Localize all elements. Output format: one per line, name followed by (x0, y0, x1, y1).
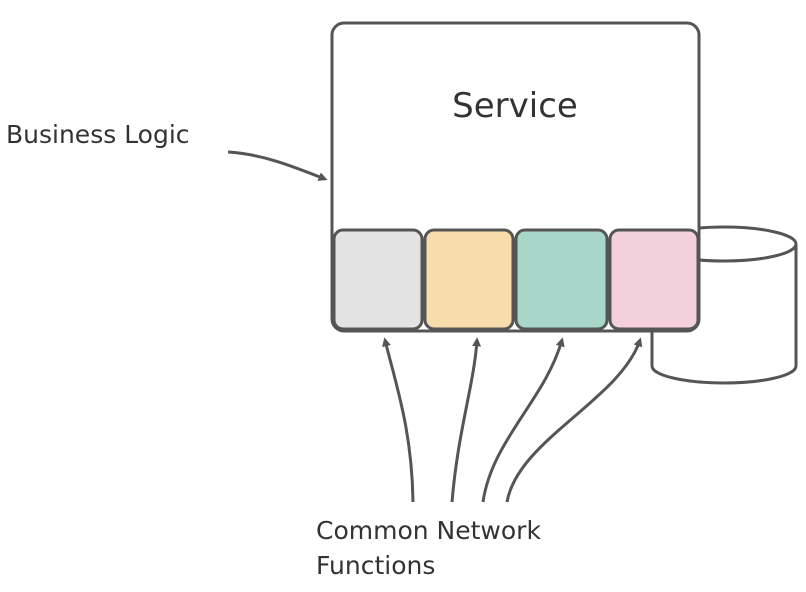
network-function-slot-1 (332, 228, 424, 331)
network-function-arrow-1 (382, 337, 415, 503)
network-function-arrow-3 (481, 337, 565, 503)
network-function-arrows (382, 337, 643, 503)
network-function-arrow-2 (450, 337, 482, 503)
network-function-arrow-4 (505, 337, 643, 503)
business-logic-label: Business Logic (6, 120, 190, 149)
business-logic-arrow (227, 150, 328, 181)
network-function-slots (332, 228, 700, 331)
service-label: Service (452, 86, 578, 126)
network-function-slot-2 (423, 228, 515, 331)
network-function-slot-3 (514, 228, 609, 331)
network-function-slot-4 (608, 228, 700, 331)
network-functions-label-line-2: Functions (316, 551, 435, 580)
network-functions-label-line-1: Common Network (316, 516, 541, 545)
network-functions-label: Common Network Functions (316, 516, 549, 580)
